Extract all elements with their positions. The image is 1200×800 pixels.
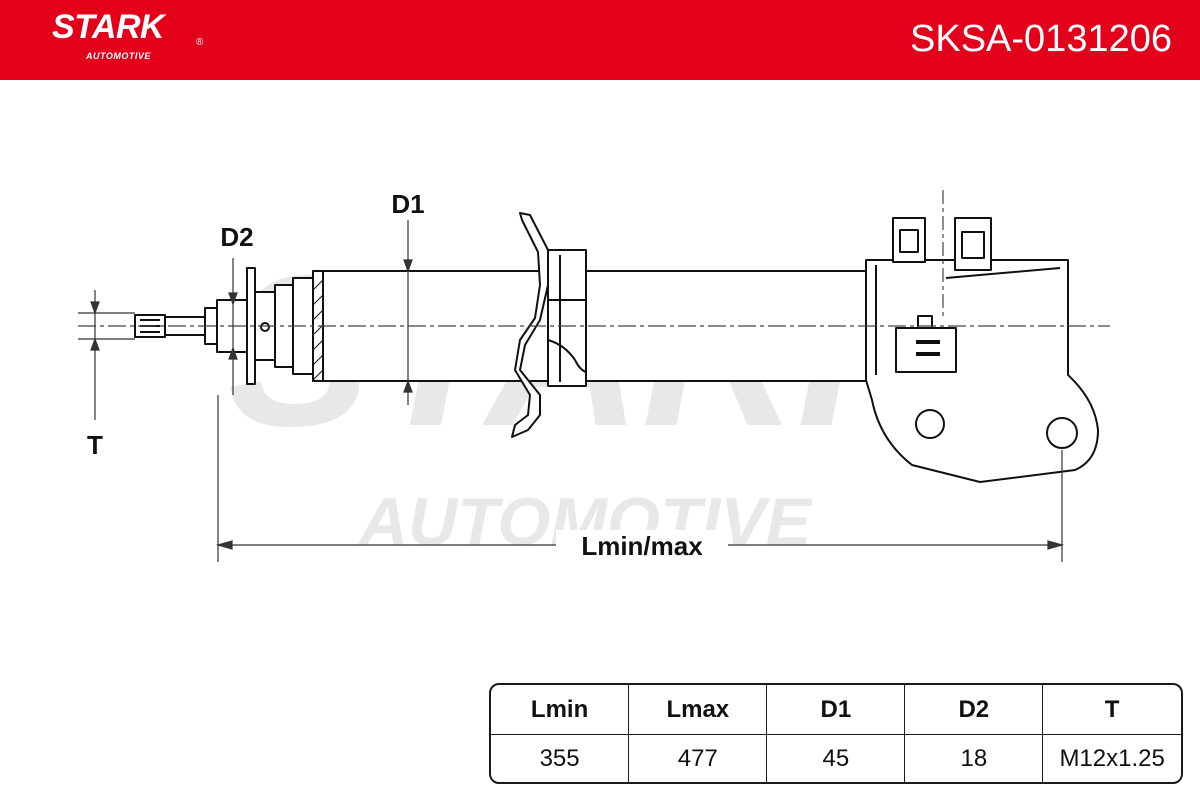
brand-subtitle: AUTOMOTIVE	[86, 51, 151, 61]
header-bar: STARK ® AUTOMOTIVE SKSA-0131206	[0, 0, 1200, 80]
value-d1: 45	[767, 735, 906, 782]
value-t: M12x1.25	[1059, 744, 1165, 772]
value-lmin: 355	[491, 735, 630, 782]
specs-value-row: 355 477 45 18 M12x1.25	[491, 735, 1181, 782]
header-t: T	[1043, 685, 1181, 735]
d1-dimension	[403, 220, 413, 405]
value-lmax: 477	[629, 735, 768, 782]
header-lmax: Lmax	[629, 685, 768, 735]
part-number: SKSA-0131206	[910, 18, 1172, 60]
length-label: Lmin/max	[581, 531, 703, 561]
header-d1: D1	[767, 685, 906, 735]
brand-logo: STARK	[52, 8, 165, 46]
t-label: T	[87, 430, 103, 460]
specs-header-row: Lmin Lmax D1 D2 T	[491, 685, 1181, 735]
header-lmin: Lmin	[491, 685, 630, 735]
specs-table: Lmin Lmax D1 D2 T 355 477 45 18 M12x1.25	[489, 683, 1183, 784]
d1-label: D1	[391, 189, 424, 219]
d2-label: D2	[220, 222, 253, 252]
t-dimension	[78, 290, 135, 420]
spring-seat	[511, 212, 587, 438]
header-d2: D2	[905, 685, 1044, 735]
d2-dimension	[228, 258, 238, 395]
knuckle-bracket	[865, 217, 1099, 483]
value-d2: 18	[905, 735, 1044, 782]
registered-mark: ®	[196, 37, 204, 48]
